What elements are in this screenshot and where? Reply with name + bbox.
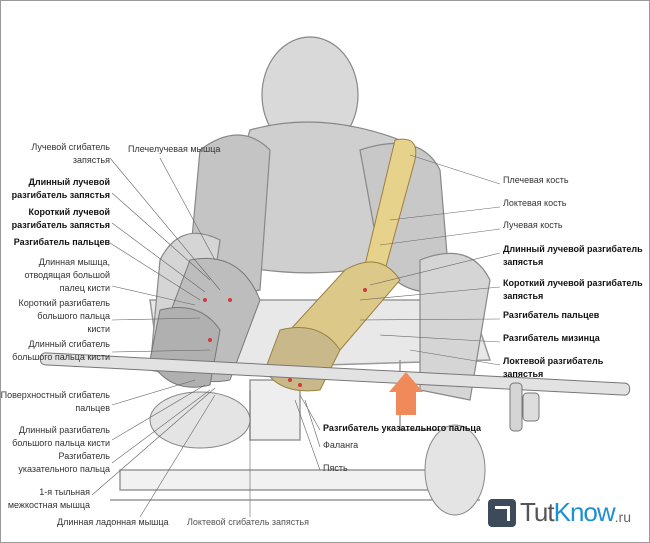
label-flexor-carpi-ulnaris: Локтевой сгибатель запястья — [187, 517, 309, 527]
label-line: Короткий лучевой разгибатель — [503, 278, 643, 288]
label-line: межкостная мышца — [7, 500, 90, 510]
label-palmaris-longus: Длинная ладонная мышца — [57, 517, 169, 527]
label-line: Короткий разгибатель — [18, 298, 110, 308]
logo-icon — [488, 498, 516, 527]
label-abductor-pollicis-longus: Длинная мышца, отводящая большой палец кис… — [25, 256, 110, 295]
label-flexor-carpi-radialis: Лучевой сгибатель запястья — [31, 141, 110, 167]
label-line: запястья — [503, 257, 544, 267]
label-humerus: Плечевая кость — [503, 175, 569, 185]
logo-text-domain: .ru — [614, 508, 631, 525]
label-line: большого пальца кисти — [12, 352, 110, 362]
label-ext-carpi-ulnaris: Локтевой разгибатель запястья — [503, 355, 603, 381]
label-line: пальцев — [75, 403, 110, 413]
muscle-markers — [203, 288, 367, 387]
label-phalanx: Фаланга — [323, 440, 359, 450]
label-radius: Лучевая кость — [503, 220, 563, 230]
label-ext-digiti-minimi: Разгибатель мизинца — [503, 333, 600, 343]
label-ext-pollicis-brevis: Короткий разгибатель большого пальца кисти — [19, 297, 110, 336]
label-flexor-digitorum-superficialis: Поверхностный сгибатель пальцев — [1, 389, 110, 415]
label-ext-digitorum-right: Разгибатель пальцев — [503, 310, 600, 320]
label-ext-carpi-radialis-longus-right: Длинный лучевой разгибатель запястья — [503, 243, 643, 269]
label-line: кисти — [87, 324, 110, 334]
label-dorsal-interosseous: 1-я тыльная межкостная мышца — [8, 486, 90, 512]
label-line: запястья — [72, 155, 110, 165]
label-ext-indicis-center: Разгибатель указательного пальца — [323, 423, 482, 433]
label-ext-carpi-radialis-brevis-left: Короткий лучевой разгибатель запястья — [12, 206, 110, 232]
label-flexor-pollicis-longus: Длинный сгибатель большого пальца кисти — [12, 338, 110, 364]
label-line: 1-я тыльная — [39, 487, 90, 497]
label-line: Длинный лучевой — [28, 177, 110, 187]
label-ulna: Локтевая кость — [503, 198, 567, 208]
label-metacarpus: Пясть — [323, 463, 348, 473]
leader-lines — [91, 154, 501, 518]
label-ext-indicis-left: Разгибатель указательного пальца — [18, 450, 110, 476]
label-line: запястья — [503, 369, 544, 379]
logo-text-tut: Tut — [520, 497, 555, 527]
label-line: Длинный разгибатель — [18, 425, 110, 435]
shoes — [149, 391, 486, 516]
label-ext-pollicis-longus: Длинный разгибатель большого пальца кисти — [12, 424, 110, 450]
label-ext-carpi-radialis-longus-left: Длинный лучевой разгибатель запястья — [12, 176, 110, 202]
label-ext-carpi-radialis-brevis-right: Короткий лучевой разгибатель запястья — [503, 277, 643, 303]
label-line: запястья — [503, 291, 544, 301]
upward-arrow-icon — [389, 372, 423, 415]
label-line: отводящая большой — [24, 270, 110, 280]
label-line: Короткий лучевой — [28, 207, 110, 217]
label-line: Поверхностный сгибатель — [0, 390, 110, 400]
label-line: Разгибатель — [58, 451, 110, 461]
logo-text-know: Know — [553, 497, 616, 527]
label-line: указательного пальца — [18, 464, 110, 474]
label-line: палец кисти — [59, 283, 110, 293]
label-line: разгибатель запястья — [11, 190, 110, 200]
label-line: большого пальца кисти — [12, 438, 110, 448]
label-ext-digitorum-left: Разгибатель пальцев — [14, 236, 110, 249]
label-line: Разгибатель пальцев — [13, 237, 110, 247]
label-line: Локтевой разгибатель — [503, 356, 604, 366]
barbell — [39, 352, 631, 432]
label-line: Длинная мышца, — [38, 257, 110, 267]
label-line: Длинный лучевой разгибатель — [503, 244, 643, 254]
label-line: большого пальца — [37, 311, 110, 321]
label-brachioradialis: Плечелучевая мышца — [128, 144, 221, 154]
label-line: Лучевой сгибатель — [31, 142, 110, 152]
label-line: разгибатель запястья — [11, 220, 110, 230]
label-line: Длинный сгибатель — [28, 339, 110, 349]
